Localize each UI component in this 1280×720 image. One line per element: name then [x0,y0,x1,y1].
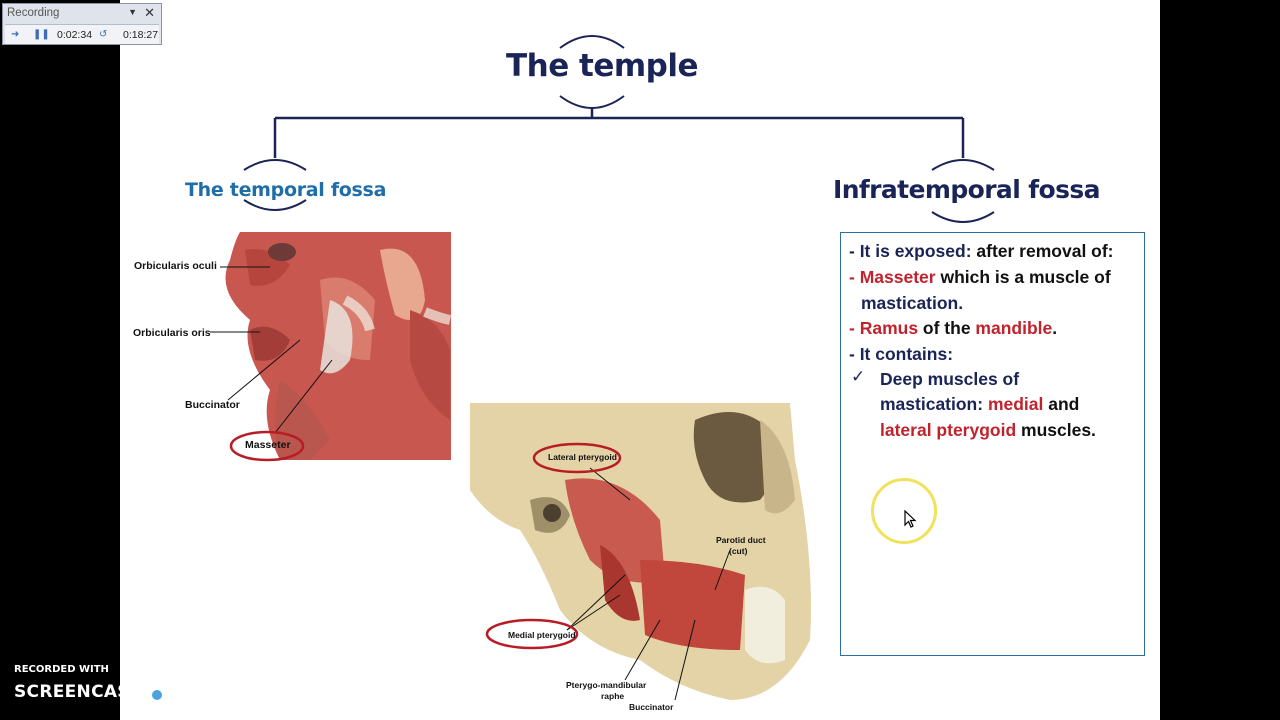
label-parotid-duct: Parotid duct [716,535,766,545]
right-bracket-top [931,159,995,171]
recording-toolbar: ➜ ❚❚ 0:02:34 ↺ 0:18:27 [5,24,159,44]
left-bracket-bottom [243,199,307,211]
face-muscle-illustration [212,232,452,460]
skull-label-lines [566,467,731,701]
pause-icon[interactable]: ❚❚ [33,29,50,40]
label-masseter: Masseter [245,439,291,451]
slide: The temple The temporal fossa Infratempo… [120,0,1160,720]
and-text: and [1043,394,1080,414]
masseter-term: Masseter [859,267,936,287]
tree-connector [273,108,965,158]
content-line-6: Deep muscles of [880,369,1020,389]
period: . [1052,318,1058,338]
screencast-logo-icon [142,680,172,710]
masseter-text: which is a muscle of [935,267,1111,287]
label-orbicularis-oris: Orbicularis oris [133,327,211,339]
mastication-label: mastication: [880,394,984,414]
exposed-label: - It is exposed: [849,241,972,261]
mandible-term: mandible [975,318,1053,338]
medial-pterygoid-circle [485,618,579,650]
slide-graphics [210,35,995,703]
content-line-5: - It contains: [849,344,954,364]
temporal-fossa-heading: The temporal fossa [185,179,387,201]
close-icon[interactable]: ✕ [144,5,155,20]
label-orbicularis-oculi: Orbicularis oculi [134,260,217,272]
content-line-8: lateral pterygoid muscles. [880,420,1096,441]
page-title: The temple [506,48,699,84]
label-buccinator-skull: Buccinator [629,702,674,712]
ramus-term: Ramus [859,318,919,338]
masseter-circle [229,430,305,462]
content-line-4: - Ramus of the mandible. [849,318,1057,339]
mouse-pointer-icon [904,510,917,528]
label-pterygo-mandibular: Pterygo-mandibular [566,680,647,690]
lateral-pterygoid-circle [532,442,622,474]
content-line-2: - Masseter which is a muscle of [849,267,1111,288]
watermark-recorded-with: RECORDED WITH [14,664,109,675]
checkmark-icon: ✓ [851,367,866,386]
total-time: 0:18:27 [123,29,159,41]
cursor-highlight [871,478,937,544]
dash: - [849,318,860,338]
right-bracket-bottom [931,211,995,223]
left-bracket-top [243,159,307,171]
label-parotid-duct-cut: (cut) [729,546,748,556]
watermark-screencast: SCREENCAST [14,682,142,702]
recording-widget[interactable]: Recording ▼ ✕ ➜ ❚❚ 0:02:34 ↺ 0:18:27 [2,3,162,45]
label-lateral-pterygoid: Lateral pterygoid [548,452,617,462]
infratemporal-fossa-heading: Infratemporal fossa [833,175,1101,204]
face-label-lines [210,266,333,434]
recording-title: Recording [7,7,60,19]
label-medial-pterygoid: Medial pterygoid [508,630,576,640]
content-line-7: mastication: medial and [880,394,1079,415]
title-bracket-bottom [559,95,625,109]
medial-term: medial [983,394,1044,414]
lateral-pterygoid-term: lateral pterygoid [880,420,1017,440]
muscles-text: muscles. [1016,420,1096,440]
watermark-matic: MATIC [178,682,238,702]
record-arrow-icon[interactable]: ➜ [11,29,20,40]
label-buccinator: Buccinator [185,399,240,411]
skull-illustration [470,403,811,703]
recording-menu-icon[interactable]: ▼ [128,7,137,17]
content-line-1: - It is exposed: after removal of: [849,241,1114,262]
elapsed-time: 0:02:34 [57,29,93,41]
exposed-text: after removal of: [971,241,1114,261]
content-line-3: mastication. [861,293,964,313]
title-bracket-top [559,35,625,49]
label-raphe: raphe [601,691,625,701]
ramus-text: of the [918,318,976,338]
restart-icon[interactable]: ↺ [99,29,108,40]
content-box: - It is exposed: after removal of: - Mas… [840,232,1145,656]
dash: - [849,267,860,287]
